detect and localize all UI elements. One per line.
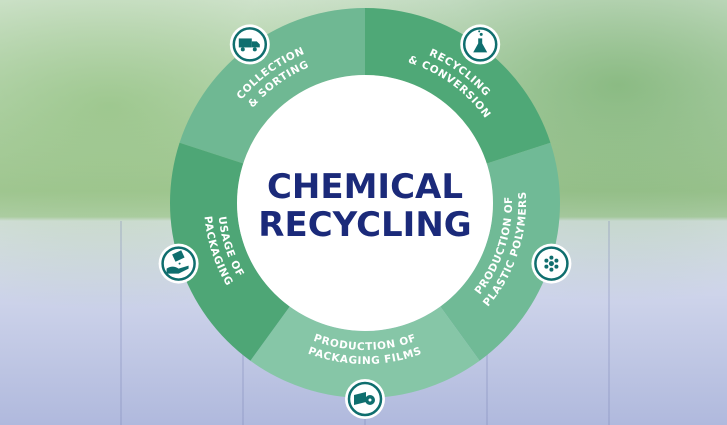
hand-packaging-icon <box>158 243 199 284</box>
segment-0 <box>179 8 365 164</box>
segment-4 <box>170 142 290 361</box>
flask-icon <box>460 24 501 65</box>
center-title-line-1: CHEMICAL <box>267 167 463 207</box>
center-title-line-2: RECYCLING <box>258 205 471 245</box>
garbage-truck-icon <box>229 24 270 65</box>
film-roll-icon <box>345 379 385 419</box>
center-circle <box>237 75 493 331</box>
polymer-pellets-icon <box>531 243 572 284</box>
segment-1 <box>365 8 551 164</box>
segment-3 <box>250 306 480 398</box>
segment-2 <box>440 142 560 361</box>
